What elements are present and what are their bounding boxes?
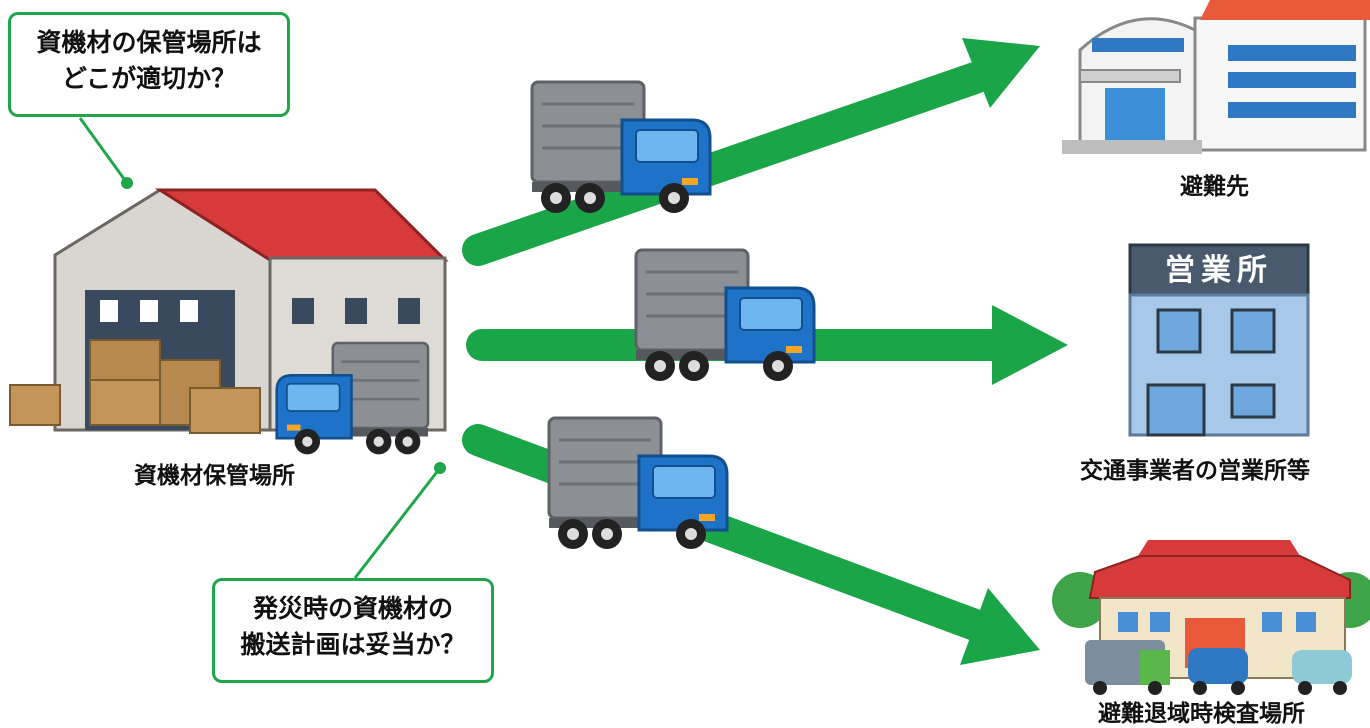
truck-icon — [547, 416, 729, 551]
office-sign-text: 営業所 — [1165, 253, 1273, 288]
school-building-icon — [1062, 0, 1370, 154]
callout-storage-question: 資機材の保管場所は どこが適切か？ — [8, 12, 290, 117]
arrow-to-evacuation-site — [462, 38, 1040, 266]
truck-icon — [634, 248, 816, 383]
callout-connector-bottom — [353, 462, 446, 579]
label-transport-office: 交通事業者の営業所等 — [1080, 458, 1310, 484]
callout-connector-top — [78, 117, 133, 189]
label-evacuation-site: 避難先 — [1180, 174, 1249, 200]
callout-line: どこが適切か？ — [61, 64, 237, 93]
office-building-icon: 営業所 — [1128, 243, 1310, 437]
label-inspection-site: 避難退域時検査場所 — [1098, 701, 1305, 727]
label-origin: 資機材保管場所 — [134, 463, 295, 489]
inspection-facility-icon — [1052, 540, 1370, 695]
truck-icon — [530, 80, 712, 215]
callout-line: 資機材の保管場所は — [36, 28, 262, 57]
callout-line: 搬送計画は妥当か？ — [240, 630, 466, 659]
callout-transport-question: 発災時の資機材の 搬送計画は妥当か？ — [212, 578, 494, 683]
callout-line: 発災時の資機材の — [252, 594, 453, 623]
